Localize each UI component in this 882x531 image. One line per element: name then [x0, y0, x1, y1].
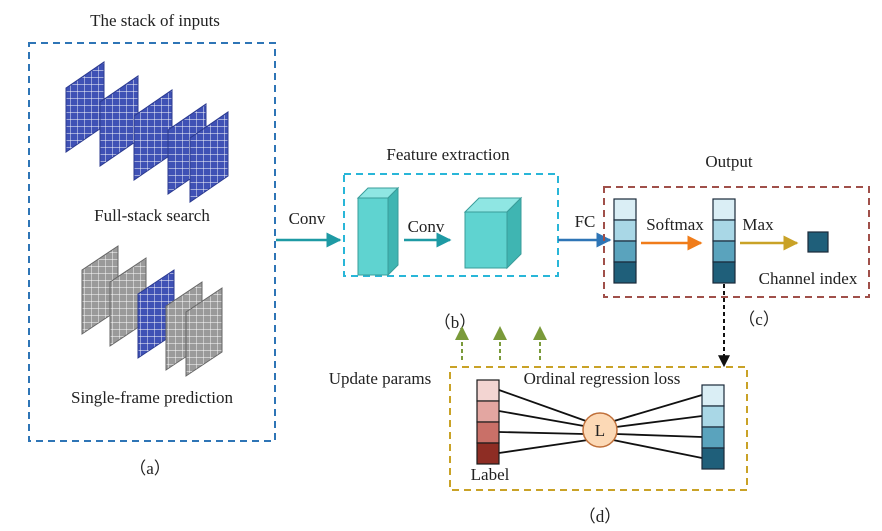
loss-title: Ordinal regression loss	[524, 369, 681, 388]
panel-c-label: （c）	[738, 310, 780, 329]
loss-prediction-vector	[701, 384, 725, 470]
update-params-label: Update params	[329, 369, 431, 388]
label-vector	[476, 379, 500, 465]
panel-d-label: （d）	[579, 507, 622, 526]
vector-cell	[613, 261, 637, 284]
vector-cell	[701, 405, 725, 428]
conv-label-1: Conv	[289, 209, 326, 228]
vector-cell	[712, 261, 736, 284]
full-stack-frames	[65, 61, 229, 203]
loss-node-label: L	[595, 421, 605, 440]
output-title: Output	[705, 152, 753, 171]
label-text: Label	[471, 465, 510, 484]
fc-vector	[613, 198, 637, 284]
single-frame-label: Single-frame prediction	[71, 388, 233, 407]
vector-cell	[476, 379, 500, 402]
vector-cell	[712, 240, 736, 263]
vector-cell	[613, 240, 637, 263]
vector-cell	[701, 426, 725, 449]
vector-cell	[701, 447, 725, 470]
conv-cube-2	[463, 196, 523, 270]
feature-box	[343, 173, 559, 277]
loss-box	[449, 366, 748, 491]
update-params-arrows	[455, 326, 547, 360]
vector-cell	[613, 219, 637, 242]
single-frame-frames	[81, 245, 223, 377]
vector-cell	[712, 198, 736, 221]
conv-label-2: Conv	[408, 217, 445, 236]
max-vector	[712, 198, 736, 284]
panel-b-label: （b）	[434, 313, 477, 332]
stack-box	[28, 42, 276, 442]
vector-cell	[476, 421, 500, 444]
full-stack-label: Full-stack search	[94, 206, 210, 225]
grid-frame	[189, 111, 229, 203]
panel-a-label: （a）	[129, 459, 171, 478]
up-arrow-icon	[493, 326, 507, 340]
max-label: Max	[742, 215, 774, 234]
vector-cell	[476, 400, 500, 423]
grid-frame	[65, 61, 105, 153]
vector-cell	[712, 219, 736, 242]
grid-frame	[185, 287, 223, 377]
softmax-label: Softmax	[646, 215, 704, 234]
up-arrow-icon	[533, 326, 547, 340]
vector-cell	[701, 384, 725, 407]
channel-index-label: Channel index	[759, 269, 858, 288]
grid-frame	[133, 89, 173, 181]
stack-title: The stack of inputs	[90, 11, 220, 30]
channel-index-cell	[807, 231, 829, 253]
vector-cell	[476, 442, 500, 465]
vector-cell	[613, 198, 637, 221]
fc-label: FC	[575, 212, 596, 231]
loss-connections	[498, 389, 703, 459]
feature-title: Feature extraction	[386, 145, 510, 164]
up-arrow-icon	[455, 326, 469, 340]
grid-frame	[99, 75, 139, 167]
loss-node	[582, 412, 618, 448]
output-box	[603, 186, 870, 298]
conv-cube-1	[356, 186, 400, 277]
